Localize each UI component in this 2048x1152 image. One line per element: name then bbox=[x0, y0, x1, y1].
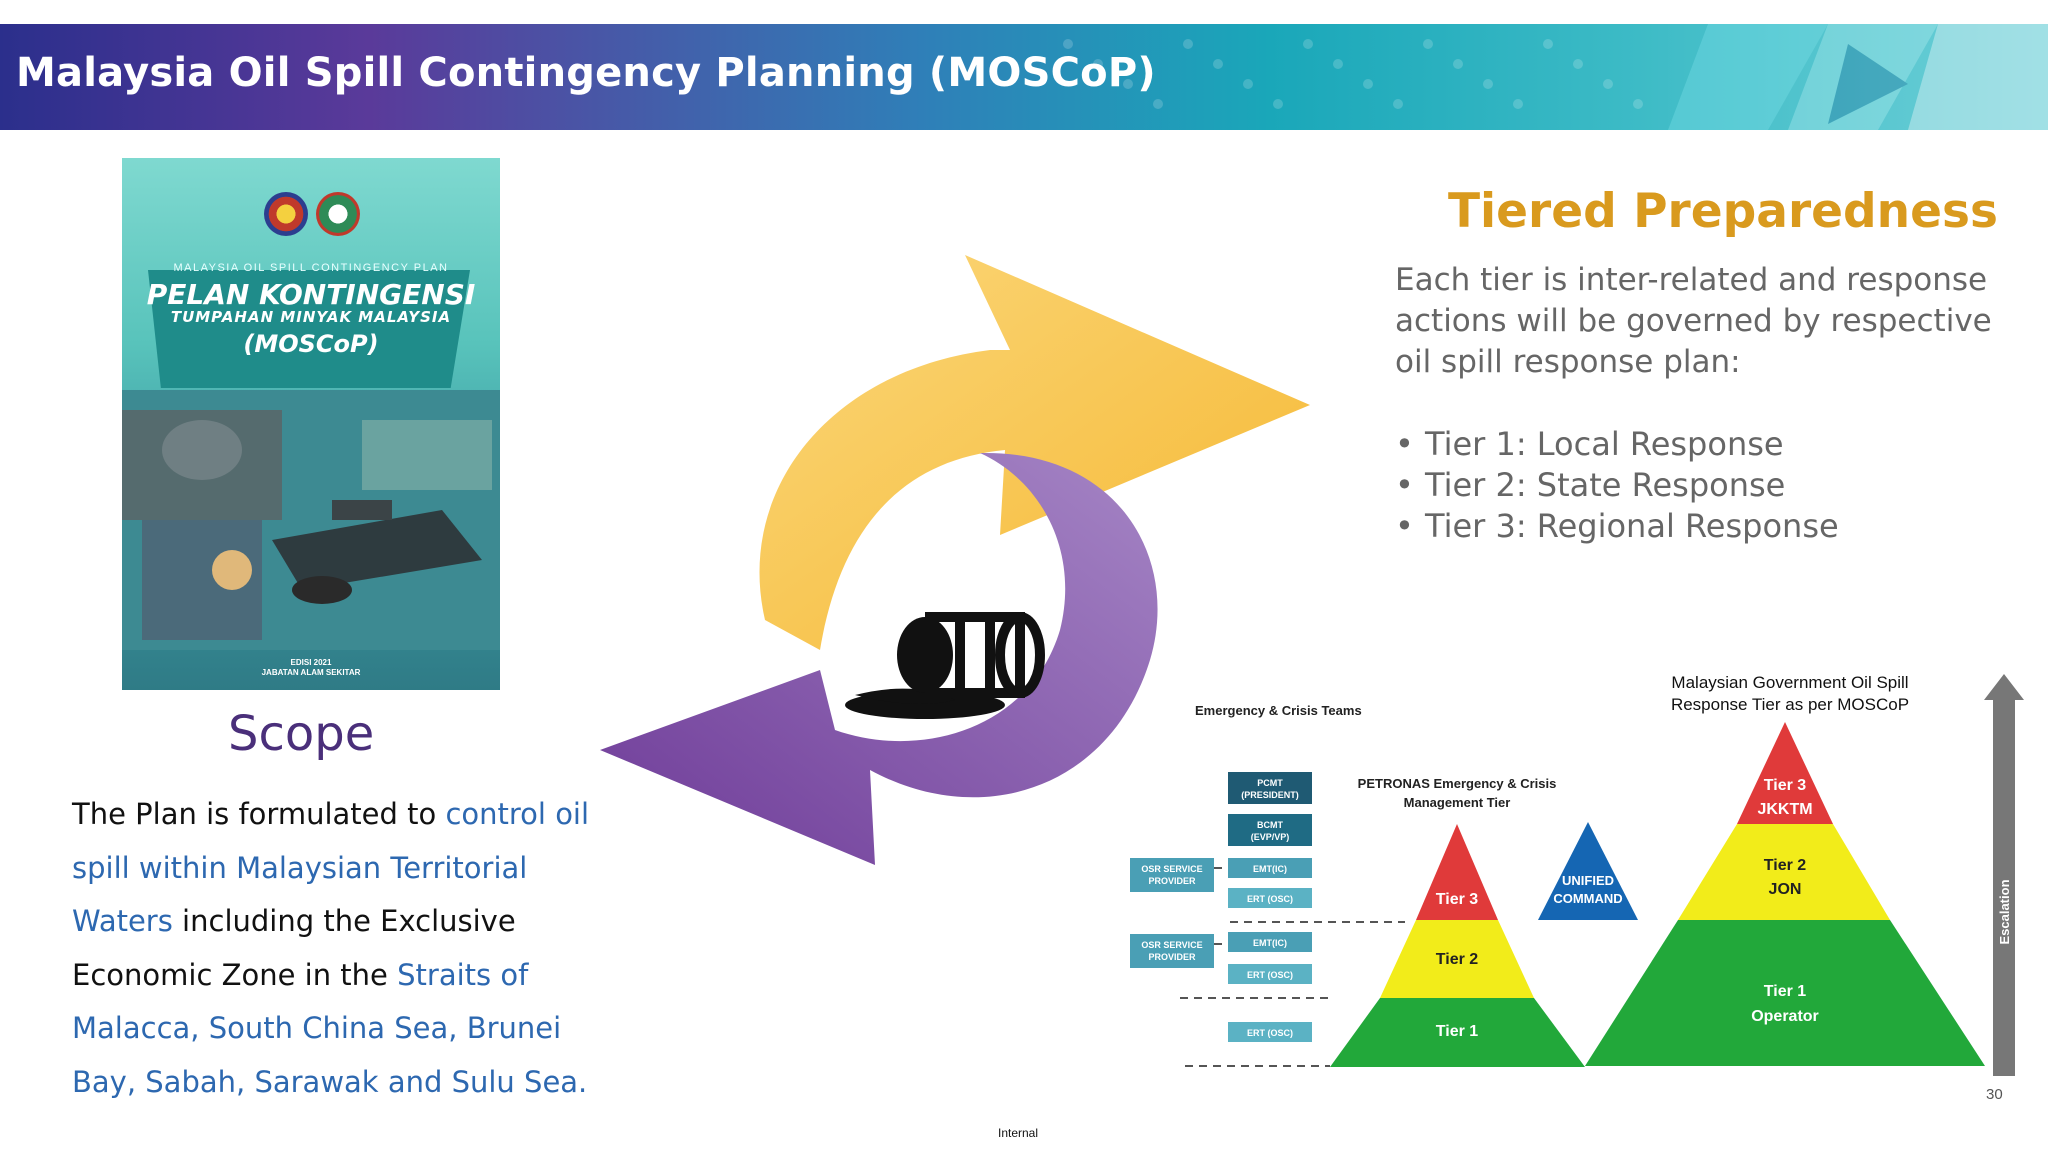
petronas-label-line2: Management Tier bbox=[1404, 795, 1511, 810]
petronas-tier1-segment bbox=[1330, 998, 1585, 1067]
osr-provider-box bbox=[1130, 858, 1214, 892]
ect-label: Emergency & Crisis Teams bbox=[1195, 703, 1362, 718]
petronas-label-line1: PETRONAS Emergency & Crisis bbox=[1358, 776, 1557, 791]
scope-highlight-2: Straits of Malacca, South China Sea, Bru… bbox=[72, 957, 588, 1099]
gold-cycle-arrow bbox=[759, 255, 1310, 650]
banner-pattern bbox=[1063, 24, 2048, 130]
escalation-arrow bbox=[1984, 674, 2024, 1076]
petronas-tier2-segment bbox=[1380, 920, 1534, 998]
petronas-tier3-segment bbox=[1416, 824, 1498, 920]
team-box-pcmt bbox=[1228, 772, 1312, 804]
gov-tier1-label: Operator bbox=[1751, 1008, 1819, 1025]
petronas-tier3-label: Tier 3 bbox=[1436, 891, 1479, 908]
gov-tier3-label: Tier 3 bbox=[1764, 777, 1807, 794]
osr-label: PROVIDER bbox=[1148, 876, 1196, 886]
unified-command-triangle bbox=[1538, 822, 1638, 920]
cover-title-line3: (MOSCoP) bbox=[243, 330, 379, 358]
gov-tier2-segment bbox=[1678, 824, 1890, 920]
scope-highlight-1: control oil spill within Malaysian Terri… bbox=[72, 797, 590, 939]
doe-logo-icon bbox=[316, 192, 360, 236]
tier-pyramid-diagram: Emergency & Crisis Teams Malaysian Gover… bbox=[1130, 673, 2024, 1076]
tier-list: Tier 1: Local Response Tier 2: State Res… bbox=[1395, 424, 1839, 547]
team-box-ert bbox=[1228, 964, 1312, 984]
team-box-bcmt bbox=[1228, 814, 1312, 846]
team-box-label: BCMT bbox=[1257, 820, 1283, 830]
cover-title-band bbox=[148, 270, 470, 388]
cycle-arrows-graphic bbox=[600, 255, 1310, 865]
classification-label: Internal bbox=[998, 1126, 1039, 1140]
gov-tier3-segment bbox=[1737, 722, 1833, 824]
osr-label: OSR SERVICE bbox=[1141, 864, 1202, 874]
scope-heading: Scope bbox=[228, 706, 375, 762]
header-banner: Malaysia Oil Spill Contingency Planning … bbox=[0, 24, 2048, 130]
cover-title-line1: PELAN KONTINGENSI bbox=[146, 278, 476, 311]
gov-tier3-label: JKKTM bbox=[1757, 801, 1812, 818]
cover-edition: EDISI 2021 JABATAN ALAM SEKITAR bbox=[122, 658, 500, 678]
team-box-label: PCMT bbox=[1257, 778, 1283, 788]
team-box-ert bbox=[1228, 1022, 1312, 1042]
escalation-label: Escalation bbox=[1997, 879, 2012, 944]
cover-subtitle: MALAYSIA OIL SPILL CONTINGENCY PLAN bbox=[173, 262, 449, 274]
team-box-emt bbox=[1228, 858, 1312, 878]
gov-tier1-segment bbox=[1585, 920, 1985, 1066]
osr-provider-box bbox=[1130, 934, 1214, 968]
cover-edition-text: EDISI 2021 bbox=[290, 658, 332, 667]
team-box-label: (PRESIDENT) bbox=[1241, 790, 1299, 800]
gov-label-line1: Malaysian Government Oil Spill bbox=[1671, 673, 1908, 692]
page-title: Malaysia Oil Spill Contingency Planning … bbox=[16, 50, 1156, 96]
petronas-tier2-label: Tier 2 bbox=[1436, 951, 1479, 968]
scope-paragraph: The Plan is formulated to control oil sp… bbox=[72, 788, 592, 1110]
tier-list-item: Tier 1: Local Response bbox=[1395, 424, 1839, 465]
gov-tier2-label: JON bbox=[1769, 881, 1802, 898]
team-box-label: ERT (OSC) bbox=[1247, 1028, 1293, 1038]
cover-title-line2: TUMPAHAN MINYAK MALAYSIA bbox=[170, 308, 452, 326]
osr-label: OSR SERVICE bbox=[1141, 940, 1202, 950]
malaysia-coat-of-arms-icon bbox=[264, 192, 308, 236]
petronas-tier1-label: Tier 1 bbox=[1436, 1023, 1479, 1040]
tier-list-item: Tier 3: Regional Response bbox=[1395, 506, 1839, 547]
cover-photo-collage bbox=[122, 390, 500, 650]
team-box-label: EMT(IC) bbox=[1253, 864, 1287, 874]
tiered-preparedness-heading: Tiered Preparedness bbox=[1448, 184, 1998, 239]
tiered-preparedness-body: Each tier is inter-related and response … bbox=[1395, 262, 1992, 380]
osr-label: PROVIDER bbox=[1148, 952, 1196, 962]
team-box-ert bbox=[1228, 888, 1312, 908]
oil-barrel-icon bbox=[845, 612, 1045, 719]
tier-list-item: Tier 2: State Response bbox=[1395, 465, 1839, 506]
unified-command-label: COMMAND bbox=[1553, 891, 1622, 906]
team-box-label: ERT (OSC) bbox=[1247, 894, 1293, 904]
scope-text-1: The Plan is formulated to bbox=[72, 797, 446, 831]
gov-label-line2: Response Tier as per MOSCoP bbox=[1671, 695, 1909, 714]
team-box-label: ERT (OSC) bbox=[1247, 970, 1293, 980]
cover-department-text: JABATAN ALAM SEKITAR bbox=[261, 668, 361, 677]
team-box-label: EMT(IC) bbox=[1253, 938, 1287, 948]
purple-cycle-arrow bbox=[600, 452, 1158, 865]
page-number: 30 bbox=[1986, 1086, 2003, 1103]
unified-command-label: UNIFIED bbox=[1562, 873, 1614, 888]
team-box-label: (EVP/VP) bbox=[1251, 832, 1290, 842]
team-boxes: PCMT (PRESIDENT) BCMT (EVP/VP) EMT(IC) E… bbox=[1130, 772, 1312, 1042]
gov-tier1-label: Tier 1 bbox=[1764, 983, 1807, 1000]
scope-text-2: including the Exclusive Economic Zone in… bbox=[72, 904, 516, 992]
moscop-cover-image: MALAYSIA OIL SPILL CONTINGENCY PLAN PELA… bbox=[122, 158, 500, 690]
team-box-emt bbox=[1228, 932, 1312, 952]
gov-tier2-label: Tier 2 bbox=[1764, 857, 1807, 874]
